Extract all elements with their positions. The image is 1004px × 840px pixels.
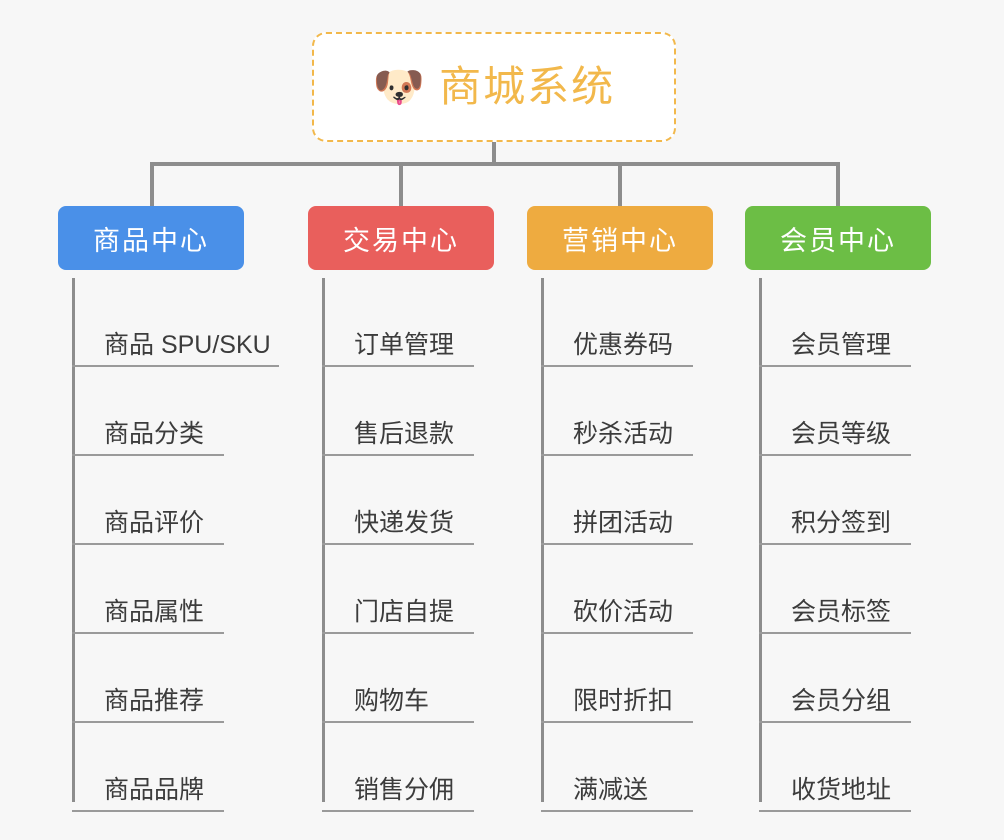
leaf-label: 会员等级 xyxy=(759,420,911,456)
leaf-label: 商品分类 xyxy=(72,420,224,456)
root-title: 商城系统 xyxy=(439,63,616,110)
leaf-label: 积分签到 xyxy=(759,509,911,545)
leaf-label: 订单管理 xyxy=(322,331,474,367)
branch-header-label: 交易中心 xyxy=(343,225,459,256)
list-item[interactable]: 商品品牌 xyxy=(72,723,304,812)
connector-drop-branch-3 xyxy=(836,162,840,206)
connector-horizontal-bus xyxy=(150,162,840,166)
leaf-label: 商品评价 xyxy=(72,509,224,545)
list-item[interactable]: 会员标签 xyxy=(759,545,961,634)
branch-header-label: 营销中心 xyxy=(562,225,678,256)
branch-column-trade: 交易中心 订单管理 售后退款 快递发货 门店自提 购物车 销售分佣 xyxy=(308,206,524,828)
list-item[interactable]: 会员等级 xyxy=(759,367,961,456)
list-item[interactable]: 会员管理 xyxy=(759,278,961,367)
list-item[interactable]: 售后退款 xyxy=(322,367,524,456)
shiba-dog-face-icon: 🐶 xyxy=(372,63,426,110)
leaf-label: 会员标签 xyxy=(759,598,911,634)
branch-header-label: 会员中心 xyxy=(780,225,896,256)
leaf-label: 快递发货 xyxy=(322,509,474,545)
branch-header-marketing[interactable]: 营销中心 xyxy=(527,206,713,270)
leaf-label: 商品属性 xyxy=(72,598,224,634)
leaf-label: 满减送 xyxy=(541,776,693,812)
connector-drop-branch-2 xyxy=(618,162,622,206)
leaf-label: 优惠券码 xyxy=(541,331,693,367)
list-item[interactable]: 商品评价 xyxy=(72,456,304,545)
root-node[interactable]: 🐶 商城系统 xyxy=(312,32,676,142)
list-item[interactable]: 积分签到 xyxy=(759,456,961,545)
list-item[interactable]: 商品推荐 xyxy=(72,634,304,723)
leaf-label: 门店自提 xyxy=(322,598,474,634)
leaf-label: 砍价活动 xyxy=(541,598,693,634)
leaf-label: 销售分佣 xyxy=(322,776,474,812)
list-item[interactable]: 商品 SPU/SKU xyxy=(72,278,304,367)
list-item[interactable]: 购物车 xyxy=(322,634,524,723)
list-item[interactable]: 销售分佣 xyxy=(322,723,524,812)
connector-root-stem xyxy=(492,142,496,164)
list-item[interactable]: 拼团活动 xyxy=(541,456,743,545)
list-item[interactable]: 门店自提 xyxy=(322,545,524,634)
leaf-label: 限时折扣 xyxy=(541,687,693,723)
branch-columns: 商品中心 商品 SPU/SKU 商品分类 商品评价 商品属性 商品推荐 商品品牌… xyxy=(0,206,1004,840)
branch-header-member[interactable]: 会员中心 xyxy=(745,206,931,270)
list-item[interactable]: 砍价活动 xyxy=(541,545,743,634)
leaf-label: 商品 SPU/SKU xyxy=(72,331,279,367)
list-item[interactable]: 优惠券码 xyxy=(541,278,743,367)
list-item[interactable]: 订单管理 xyxy=(322,278,524,367)
connector-drop-branch-0 xyxy=(150,162,154,206)
leaf-label: 会员分组 xyxy=(759,687,911,723)
leaf-label: 购物车 xyxy=(322,687,474,723)
branch-leaf-list-product: 商品 SPU/SKU 商品分类 商品评价 商品属性 商品推荐 商品品牌 xyxy=(72,278,304,812)
branch-header-label: 商品中心 xyxy=(93,225,209,256)
leaf-label: 拼团活动 xyxy=(541,509,693,545)
leaf-label: 商品品牌 xyxy=(72,776,224,812)
leaf-label: 秒杀活动 xyxy=(541,420,693,456)
leaf-label: 售后退款 xyxy=(322,420,474,456)
list-item[interactable]: 快递发货 xyxy=(322,456,524,545)
list-item[interactable]: 秒杀活动 xyxy=(541,367,743,456)
list-item[interactable]: 商品属性 xyxy=(72,545,304,634)
list-item[interactable]: 收货地址 xyxy=(759,723,961,812)
branch-leaf-list-member: 会员管理 会员等级 积分签到 会员标签 会员分组 收货地址 xyxy=(759,278,961,812)
leaf-label: 会员管理 xyxy=(759,331,911,367)
list-item[interactable]: 会员分组 xyxy=(759,634,961,723)
branch-leaf-list-marketing: 优惠券码 秒杀活动 拼团活动 砍价活动 限时折扣 满减送 xyxy=(541,278,743,812)
branch-header-trade[interactable]: 交易中心 xyxy=(308,206,494,270)
list-item[interactable]: 限时折扣 xyxy=(541,634,743,723)
branch-column-member: 会员中心 会员管理 会员等级 积分签到 会员标签 会员分组 收货地址 xyxy=(745,206,961,828)
connector-drop-branch-1 xyxy=(399,162,403,206)
list-item[interactable]: 满减送 xyxy=(541,723,743,812)
leaf-label: 收货地址 xyxy=(759,776,911,812)
list-item[interactable]: 商品分类 xyxy=(72,367,304,456)
branch-column-marketing: 营销中心 优惠券码 秒杀活动 拼团活动 砍价活动 限时折扣 满减送 xyxy=(527,206,743,828)
branch-leaf-list-trade: 订单管理 售后退款 快递发货 门店自提 购物车 销售分佣 xyxy=(322,278,524,812)
branch-header-product[interactable]: 商品中心 xyxy=(58,206,244,270)
branch-column-product: 商品中心 商品 SPU/SKU 商品分类 商品评价 商品属性 商品推荐 商品品牌 xyxy=(58,206,304,828)
leaf-label: 商品推荐 xyxy=(72,687,224,723)
